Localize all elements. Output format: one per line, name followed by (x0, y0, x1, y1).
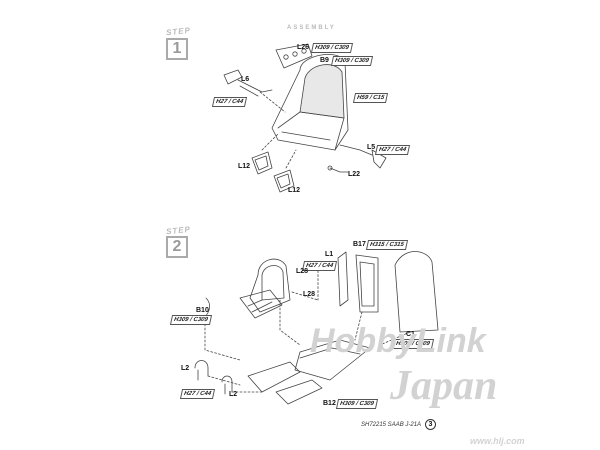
code-B17: H315 / C315 (365, 240, 408, 250)
seat-bucket-step2 (239, 258, 291, 319)
part-L28-a: L28 (296, 268, 309, 275)
code-L2: H27 / C44 (179, 389, 216, 399)
part-L5: L5 (367, 144, 376, 151)
belt-L6 (223, 69, 273, 97)
part-L28-b: L28 (303, 291, 316, 298)
code-seat: H59 / C15 (352, 93, 389, 103)
part-B17: B17 (353, 241, 366, 248)
code-L26: H309 / C309 (310, 43, 353, 53)
footer-product: SH72215 SAAB J-21A (361, 422, 422, 428)
watermark-url: www.hlj.com (470, 436, 525, 446)
code-L5: H27 / C44 (374, 145, 411, 155)
code-B10: H309 / C309 (169, 315, 212, 325)
part-L6: L6 (241, 76, 250, 83)
armor-C1 (394, 251, 439, 333)
part-L2-b: L2 (229, 391, 238, 398)
code-B12: H309 / C309 (335, 399, 378, 409)
seat-bucket-step1 (271, 54, 349, 151)
step1-number: 1 (166, 38, 188, 60)
clips-L2 (194, 360, 233, 395)
part-L22: L22 (348, 171, 361, 178)
assembly-heading: ASSEMBLY (287, 25, 336, 31)
part-C1: C1 (406, 331, 415, 338)
part-L12-a: L12 (238, 163, 251, 170)
part-L26: L26 (297, 44, 310, 51)
code-L6: H27 / C44 (211, 97, 248, 107)
part-B9: B9 (320, 57, 329, 64)
part-L1: L1 (325, 251, 334, 258)
watermark-brand: HobbyLink (310, 322, 486, 360)
part-L2-a: L2 (181, 365, 190, 372)
page-number: 3 (425, 419, 436, 430)
code-B9: H309 / C309 (330, 56, 373, 66)
floor-B12 (247, 339, 371, 405)
part-B10: B10 (196, 307, 209, 314)
lever-L22 (329, 167, 349, 173)
belt-L5 (339, 144, 387, 169)
frame-B17 (337, 251, 379, 313)
headrest-plate-L26 (275, 43, 313, 69)
part-B12: B12 (323, 400, 336, 407)
part-L12-b: L12 (288, 187, 301, 194)
watermark-sub: Japan (390, 363, 498, 409)
pads-L12 (251, 151, 295, 193)
step2-number: 2 (166, 236, 188, 258)
